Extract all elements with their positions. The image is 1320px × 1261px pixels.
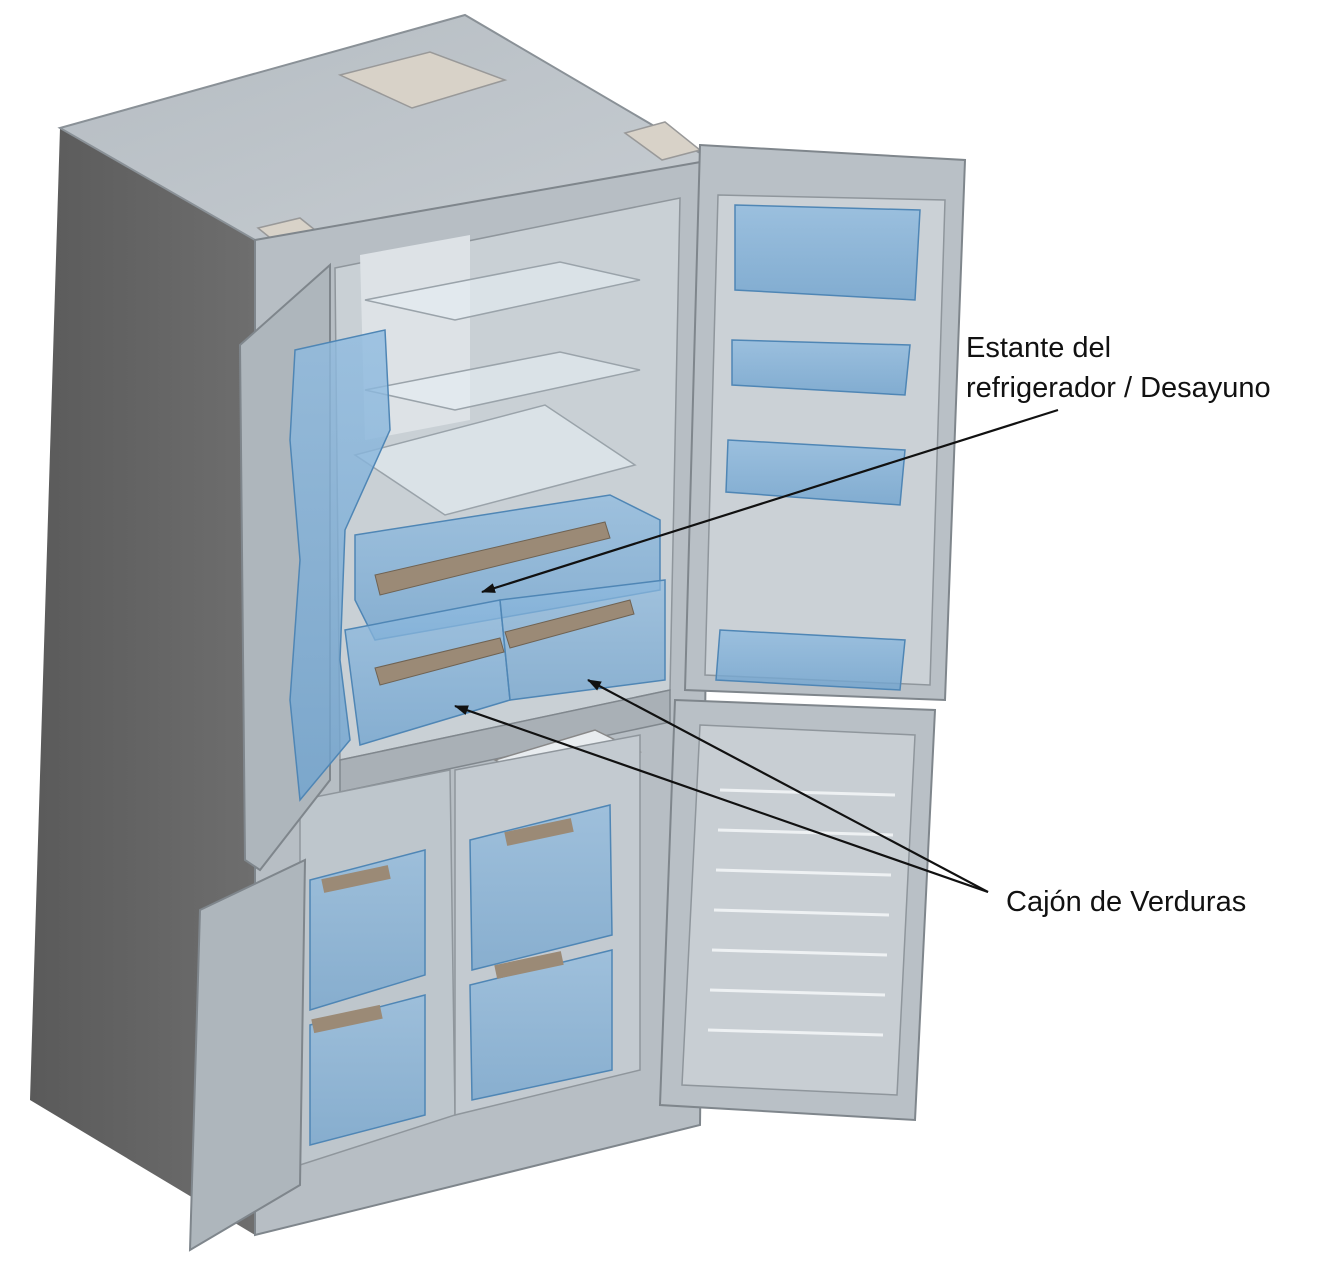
shelf-callout-label: Estante del refrigerador / Desayuno xyxy=(966,328,1271,408)
shelf-callout-line-2: refrigerador / Desayuno xyxy=(966,372,1271,404)
freezer-handle-1 xyxy=(321,865,391,893)
freezer-handle-4 xyxy=(494,951,564,979)
crisper-leader-line-2 xyxy=(454,704,989,894)
breakfast-shelf-trim xyxy=(374,521,611,596)
left-door-lower xyxy=(188,858,307,1252)
freezer-handle-2 xyxy=(311,1004,383,1034)
freezer-drawer-4 xyxy=(469,949,613,1101)
crisper-callout-label: Cajón de Verduras xyxy=(1006,886,1247,918)
freezer-drawer-1 xyxy=(309,849,426,1012)
freezer-drawer-2 xyxy=(309,994,426,1146)
compartment-divider xyxy=(339,689,671,793)
freezer-drawer-3 xyxy=(469,804,613,971)
crisper-drawer-handle-left xyxy=(374,637,505,686)
right-upper-door-panel xyxy=(704,194,946,686)
right-lower-door-panel xyxy=(681,724,916,1096)
door-bin-2 xyxy=(731,339,911,396)
freezer-door-ribs xyxy=(707,788,896,1037)
top-vent-block xyxy=(337,51,508,109)
freezer-handle-3 xyxy=(504,818,574,846)
glass-shelf-2 xyxy=(364,351,641,411)
shelf-leader-line xyxy=(481,408,1059,594)
glass-shelf-3 xyxy=(353,404,637,516)
left-door-bins xyxy=(289,329,391,802)
crisper-drawer-handle-right xyxy=(504,599,635,649)
crisper-leader-line-1 xyxy=(587,679,989,893)
door-bin-4 xyxy=(715,629,906,691)
door-bin-1 xyxy=(734,204,921,301)
door-bin-3 xyxy=(725,439,906,506)
shelf-callout-line-1: Estante del xyxy=(966,332,1112,364)
glass-shelf-1 xyxy=(364,261,641,321)
